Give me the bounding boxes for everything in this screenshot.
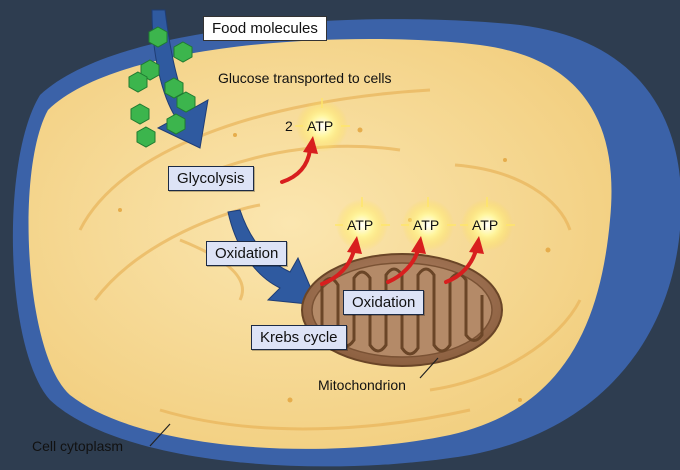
atp-arrow-1 bbox=[320, 248, 356, 286]
oxidation-label-1: Oxidation bbox=[206, 241, 288, 266]
cytoplasm-strands bbox=[78, 88, 582, 431]
krebs-cycle-label: Krebs cycle bbox=[251, 325, 347, 350]
atp-red-arrows bbox=[280, 148, 478, 286]
atp-label-3: ATP bbox=[472, 217, 499, 233]
cytoplasm-leader-line bbox=[149, 423, 171, 447]
atp-arrow-glycolysis bbox=[280, 148, 312, 184]
atp-label-1: ATP bbox=[347, 217, 374, 233]
cell-cytoplasm-label: Cell cytoplasm bbox=[32, 438, 124, 454]
atp-label-2: ATP bbox=[413, 217, 440, 233]
atp-arrow-3 bbox=[444, 248, 478, 284]
atp-rays bbox=[295, 98, 515, 226]
mitochondrion-leader-line bbox=[419, 357, 439, 379]
atp-count-prefix: 2 bbox=[285, 118, 293, 134]
atp-red-arrowheads bbox=[303, 136, 484, 254]
atp-glows bbox=[296, 100, 513, 251]
food-molecule-hexagons bbox=[128, 26, 196, 148]
glucose-arrow bbox=[151, 9, 209, 149]
atp-label-glycolysis: ATP bbox=[307, 118, 334, 134]
glycolysis-label: Glycolysis bbox=[168, 166, 254, 191]
atp-arrow-2 bbox=[386, 248, 420, 284]
glucose-transport-label: Glucose transported to cells bbox=[218, 70, 392, 86]
food-molecules-label: Food molecules bbox=[203, 16, 327, 41]
mitochondrion-label: Mitochondrion bbox=[318, 377, 406, 393]
oxidation-label-2: Oxidation bbox=[343, 290, 425, 315]
